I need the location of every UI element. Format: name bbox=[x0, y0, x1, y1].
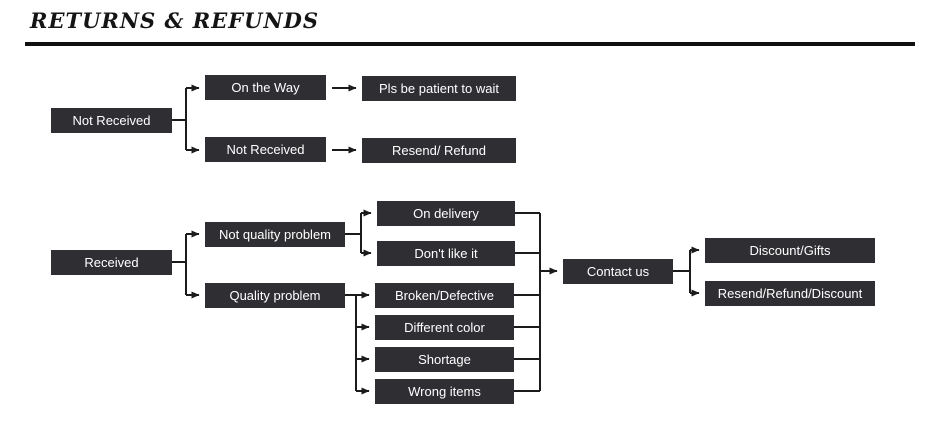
node-dont-like-it: Don't like it bbox=[377, 241, 515, 266]
node-on-delivery: On delivery bbox=[377, 201, 515, 226]
node-quality-problem: Quality problem bbox=[205, 283, 345, 308]
node-discount-gifts: Discount/Gifts bbox=[705, 238, 875, 263]
page-title: RETURNS & REFUNDS bbox=[30, 8, 320, 33]
node-not-received-again: Not Received bbox=[205, 137, 326, 162]
node-received-root: Received bbox=[51, 250, 172, 275]
node-resend-refund-discount: Resend/Refund/Discount bbox=[705, 281, 875, 306]
node-not-quality-problem: Not quality problem bbox=[205, 222, 345, 247]
node-different-color: Different color bbox=[375, 315, 514, 340]
node-contact-us: Contact us bbox=[563, 259, 673, 284]
title-underline bbox=[25, 42, 915, 46]
node-broken-defective: Broken/Defective bbox=[375, 283, 514, 308]
node-resend-refund: Resend/ Refund bbox=[362, 138, 516, 163]
node-on-the-way: On the Way bbox=[205, 75, 326, 100]
node-wrong-items: Wrong items bbox=[375, 379, 514, 404]
node-pls-be-patient: Pls be patient to wait bbox=[362, 76, 516, 101]
node-shortage: Shortage bbox=[375, 347, 514, 372]
node-not-received-root: Not Received bbox=[51, 108, 172, 133]
